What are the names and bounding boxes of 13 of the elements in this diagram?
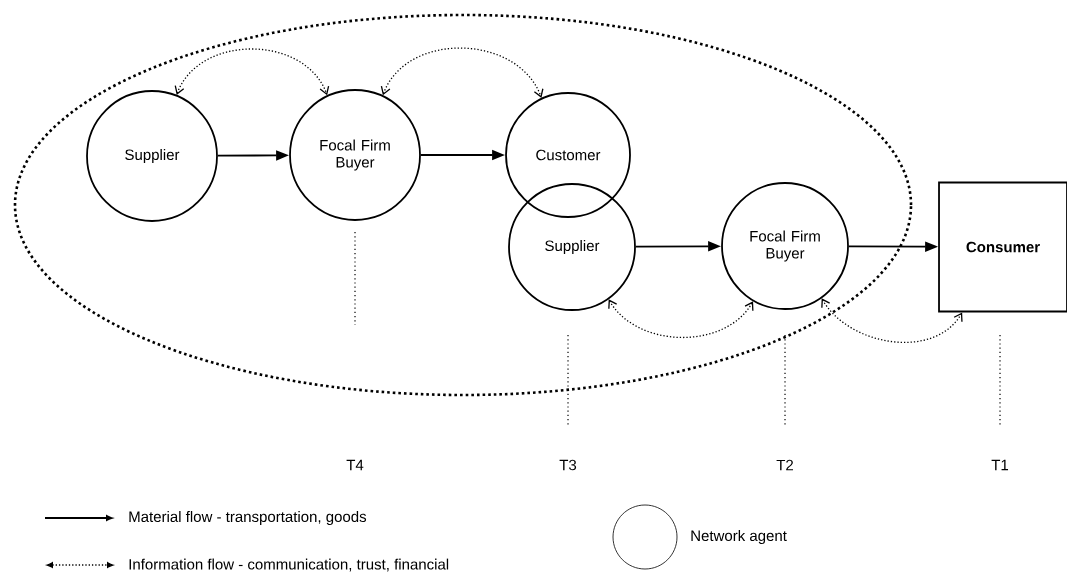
dotted-ellipse [13,13,913,397]
information-flow-arrow [380,47,544,98]
time-label: T3 [559,459,577,471]
legend-text: Information flow - communication, trust, financial [129,558,449,572]
information-flow-arrow [608,299,754,339]
legend-text: Material flow - transportation, goods [129,511,367,525]
time-label: T1 [991,459,1009,471]
time-label: T4 [346,459,364,471]
legend-text: Network agent [691,530,787,544]
consumer-box: Consumer [938,181,1067,313]
information-flow-arrow [821,298,963,344]
time-label: T2 [776,459,793,471]
information-flow-arrow [174,48,330,96]
